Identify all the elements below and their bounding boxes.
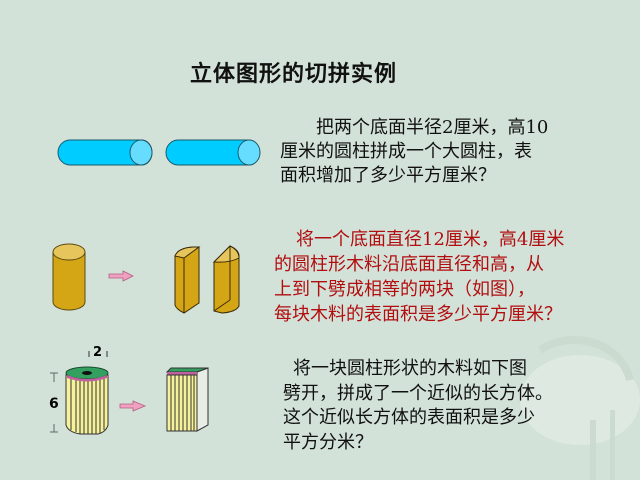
- blue-cylinder-left: [57, 139, 153, 166]
- problem-1-line: 面积增加了多少平方厘米？: [280, 165, 496, 186]
- problem-3-line: 平方分米？: [283, 431, 373, 453]
- gold-cylinder: [52, 243, 86, 311]
- pink-arrow-icon: [119, 400, 147, 412]
- radius-label: 2: [93, 345, 103, 360]
- problem-3-line: 将一块圆柱形状的木料如下图: [293, 358, 527, 379]
- problem-1-line: 把两个底面半径2厘米，高10: [316, 117, 549, 138]
- gold-half-cylinder-right: [212, 245, 240, 314]
- problem-2-line: 上到下劈成相等的两块（如图），: [274, 279, 535, 300]
- problem-3-text: 将一块圆柱形状的木料如下图 劈开，拼成了一个近似的长方体。 这个近似长方体的表面…: [283, 357, 553, 455]
- problem-2-line: 将一个底面直径12厘米，高4厘米: [296, 229, 565, 250]
- problem-3-line: 这个近似长方体的表面积是多少: [283, 407, 535, 428]
- problem-1-text: 把两个底面半径2厘米，高10 厘米的圆柱拼成一个大圆柱，表 面积增加了多少平方厘…: [280, 116, 548, 188]
- height-dimension-marker: [50, 372, 58, 433]
- problem-2-line: 每块木料的表面积是多少平方厘米？: [274, 304, 562, 325]
- striped-cylinder: [65, 366, 109, 435]
- pink-arrow-icon: [108, 270, 134, 282]
- radius-dimension-marker: [88, 351, 108, 357]
- decorative-background-icon: [520, 336, 640, 480]
- problem-3-line: 劈开，拼成了一个近似的长方体。: [283, 382, 553, 404]
- problem-2-text: 将一个底面直径12厘米，高4厘米 的圆柱形木料沿底面直径和高，从 上到下劈成相等…: [274, 227, 564, 327]
- blue-cylinder-right: [165, 139, 261, 166]
- problem-1-line: 厘米的圆柱拼成一个大圆柱，表: [280, 141, 532, 162]
- height-label: 6: [49, 396, 59, 412]
- slide-title: 立体图形的切拼实例: [190, 62, 398, 87]
- problem-2-line: 的圆柱形木料沿底面直径和高，从: [274, 254, 544, 275]
- striped-cuboid: [165, 367, 209, 432]
- gold-half-cylinder-left: [174, 246, 201, 314]
